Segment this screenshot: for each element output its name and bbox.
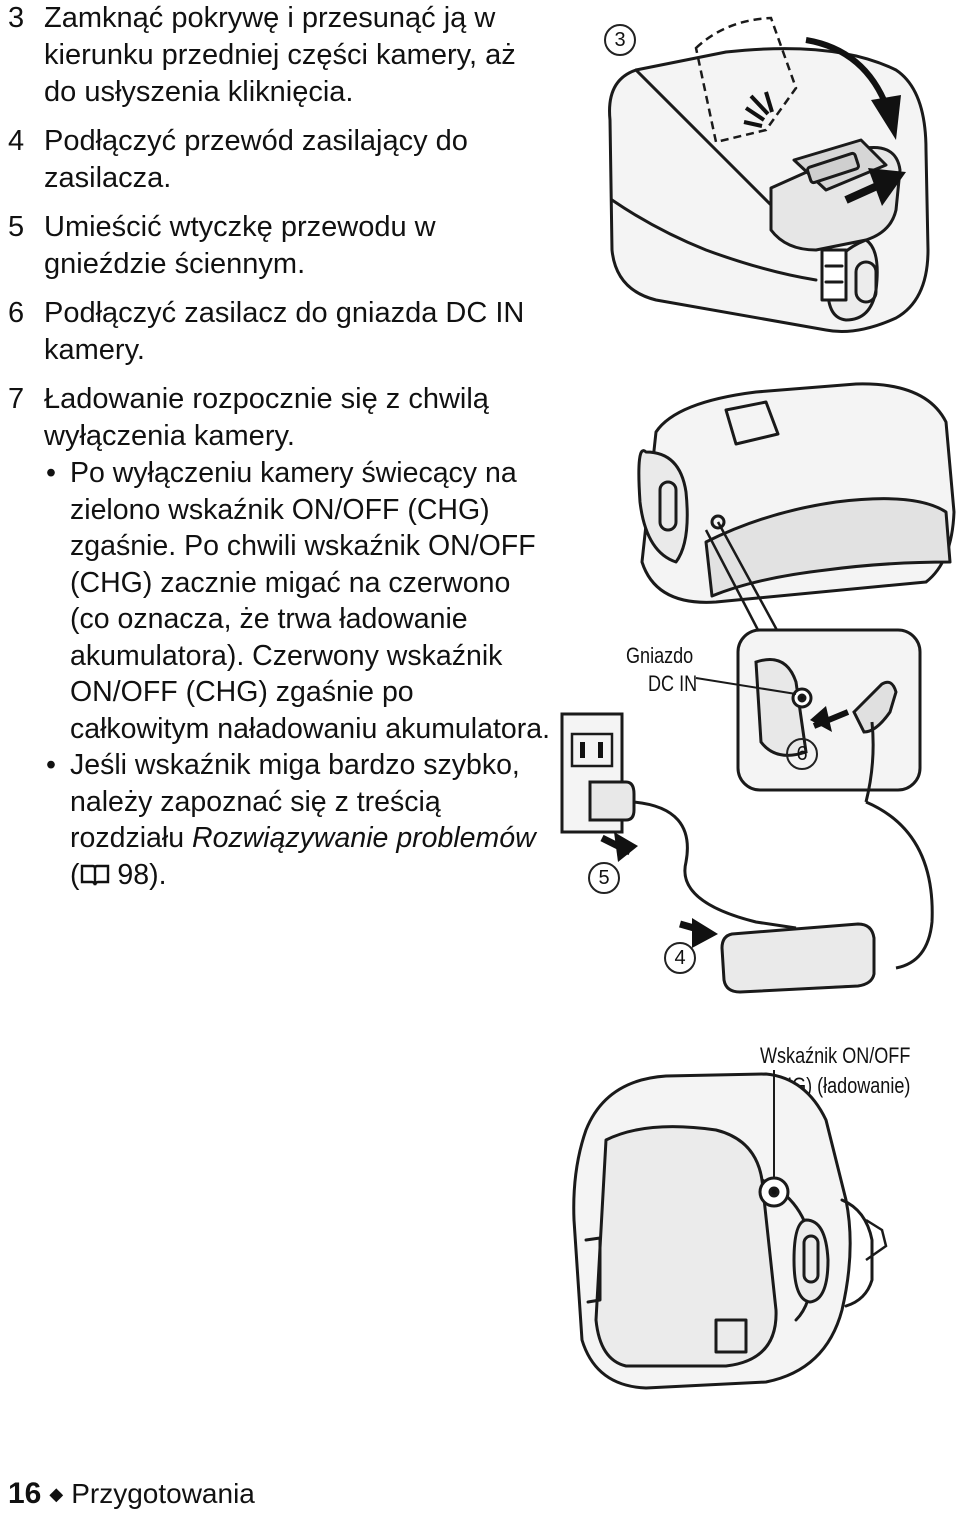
dc-in-label-line2: DC IN bbox=[648, 671, 698, 696]
step-number: 7 bbox=[8, 383, 25, 415]
step-3-marker: 3 bbox=[604, 24, 636, 56]
instruction-steps: 3 Zamknąć pokrywę i przesunąć ją w kieru… bbox=[8, 0, 553, 896]
step-number: 5 bbox=[8, 211, 25, 243]
step-4: 4 Podłączyć przewód zasilający do zasila… bbox=[8, 123, 553, 197]
section-name: Przygotowania bbox=[71, 1478, 255, 1509]
book-icon bbox=[80, 860, 110, 897]
step-5-marker: 5 bbox=[588, 862, 620, 894]
power-connection-illustration bbox=[560, 382, 956, 994]
step-7-notes: • Po wyłączeniu kamery świecący na zielo… bbox=[8, 455, 553, 896]
troubleshooting-link[interactable]: Rozwiązywanie problemów bbox=[191, 822, 536, 854]
note-fast-blink: • Jeśli wskaźnik miga bardzo szybko, nal… bbox=[8, 747, 553, 896]
camera-cover-illustration bbox=[608, 16, 930, 333]
note-text: Jeśli wskaźnik miga bardzo szybko, należ… bbox=[70, 749, 520, 854]
page-footer: 16 ◆ Przygotowania bbox=[8, 1476, 255, 1512]
dc-in-label-line1: Gniazdo bbox=[626, 643, 694, 668]
step-text: Umieścić wtyczkę przewodu w gnieździe śc… bbox=[44, 211, 436, 280]
step-number: 4 bbox=[8, 125, 25, 157]
step-text: Podłączyć zasilacz do gniazda DC IN kame… bbox=[44, 297, 525, 366]
step-6-marker: 6 bbox=[786, 738, 818, 770]
step-5: 5 Umieścić wtyczkę przewodu w gnieździe … bbox=[8, 209, 553, 283]
step-6: 6 Podłączyć zasilacz do gniazda DC IN ka… bbox=[8, 295, 553, 369]
diamond-separator-icon: ◆ bbox=[49, 1484, 64, 1504]
step-text: Podłączyć przewód zasilający do zasilacz… bbox=[44, 125, 468, 194]
step-number: 3 bbox=[8, 2, 25, 34]
charging-indicator-illustration bbox=[572, 1070, 888, 1390]
step-3: 3 Zamknąć pokrywę i przesunąć ją w kieru… bbox=[8, 0, 553, 111]
page-ref: 98). bbox=[109, 858, 167, 891]
step-7: 7 Ładowanie rozpocznie się z chwilą wyłą… bbox=[8, 381, 553, 455]
step-text: Zamknąć pokrywę i przesunąć ją w kierunk… bbox=[44, 2, 516, 108]
bullet-mark: • bbox=[46, 749, 56, 781]
page-number: 16 bbox=[8, 1477, 42, 1510]
indicator-label-line1: Wskaźnik ON/OFF bbox=[760, 1043, 911, 1068]
note-indicator-behaviour: • Po wyłączeniu kamery świecący na zielo… bbox=[8, 455, 553, 747]
ref-open: ( bbox=[70, 858, 80, 891]
note-text: Po wyłączeniu kamery świecący na zielono… bbox=[70, 457, 550, 745]
bullet-mark: • bbox=[46, 457, 56, 489]
step-text: Ładowanie rozpocznie się z chwilą wyłącz… bbox=[44, 383, 489, 452]
step-4-marker: 4 bbox=[664, 942, 696, 974]
step-number: 6 bbox=[8, 297, 25, 329]
